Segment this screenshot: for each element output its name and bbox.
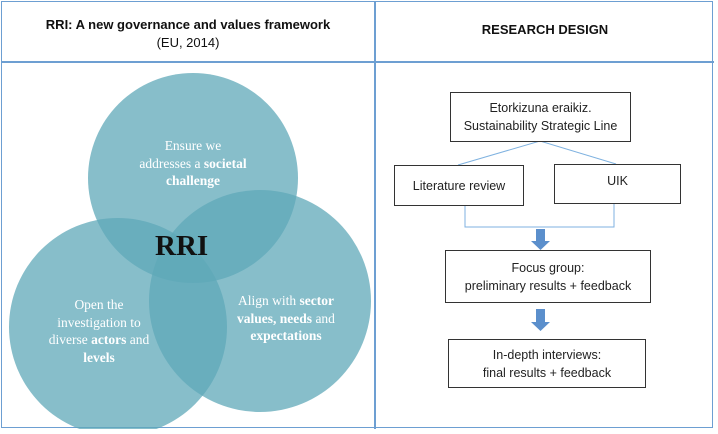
circle-text-line: Ensure we (103, 137, 283, 155)
box-line: preliminary results + feedback (464, 278, 632, 293)
emphasis-text: challenge (166, 173, 220, 188)
left-panel-header: RRI: A new governance and values framewo… (2, 16, 374, 52)
box-line: Focus group: (511, 260, 585, 275)
plain-text: and (312, 310, 335, 326)
box-line: Etorkizuna eraikiz. (489, 101, 592, 115)
emphasis-text: expectations (250, 328, 322, 343)
plain-text: Open the (74, 297, 124, 312)
left-panel-title: RRI: A new governance and values framewo… (45, 17, 331, 32)
emphasis-text: actors (91, 332, 127, 347)
box-line: In-depth interviews: (492, 347, 602, 362)
circle-text-line: values, needs and (216, 310, 356, 328)
emphasis-text: sector (299, 293, 334, 308)
outer-frame (1, 1, 713, 428)
circle-text-line: challenge (103, 172, 283, 190)
plain-text: addresses a (139, 155, 204, 171)
box-line: Literature review (412, 178, 506, 193)
box-literature-review: Literature review (394, 165, 524, 206)
right-panel-title: RESEARCH DESIGN (481, 22, 609, 37)
plain-text: Ensure we (164, 138, 222, 153)
circle-text-line: expectations (216, 327, 356, 345)
box-uik: UIK (554, 164, 681, 204)
header-divider (1, 61, 714, 63)
emphasis-text: societal (203, 155, 247, 171)
circle-text-line: Align with sector (216, 292, 356, 310)
box-line: Sustainability Strategic Line (463, 119, 618, 133)
emphasis-text: levels (83, 349, 115, 365)
circle-text-line: levels (14, 349, 184, 367)
circle-text-line: Open the (14, 296, 184, 314)
plain-text: and (126, 332, 150, 347)
box-focus-group: Focus group: preliminary results + feedb… (445, 250, 651, 303)
box-line: UIK (607, 174, 628, 188)
plain-text: diverse (48, 332, 92, 347)
circle-text-line: investigation to (14, 314, 184, 332)
panel-divider (374, 1, 376, 429)
box-line: final results + feedback (482, 365, 612, 380)
emphasis-text: values, needs (237, 310, 313, 326)
circle-text-line: diverse actors and (14, 331, 184, 349)
left-panel-citation: (EU, 2014) (156, 35, 220, 50)
rri-center-label: RRI (155, 230, 209, 262)
circle-text-line: addresses a societal (103, 155, 283, 173)
venn-circle-right (149, 190, 371, 412)
plain-text: Align with (238, 293, 300, 308)
plain-text: investigation to (57, 314, 141, 330)
box-strategic-line: Etorkizuna eraikiz. Sustainability Strat… (450, 92, 631, 142)
box-interviews: In-depth interviews: final results + fee… (448, 339, 646, 388)
venn-diagram (9, 73, 371, 429)
